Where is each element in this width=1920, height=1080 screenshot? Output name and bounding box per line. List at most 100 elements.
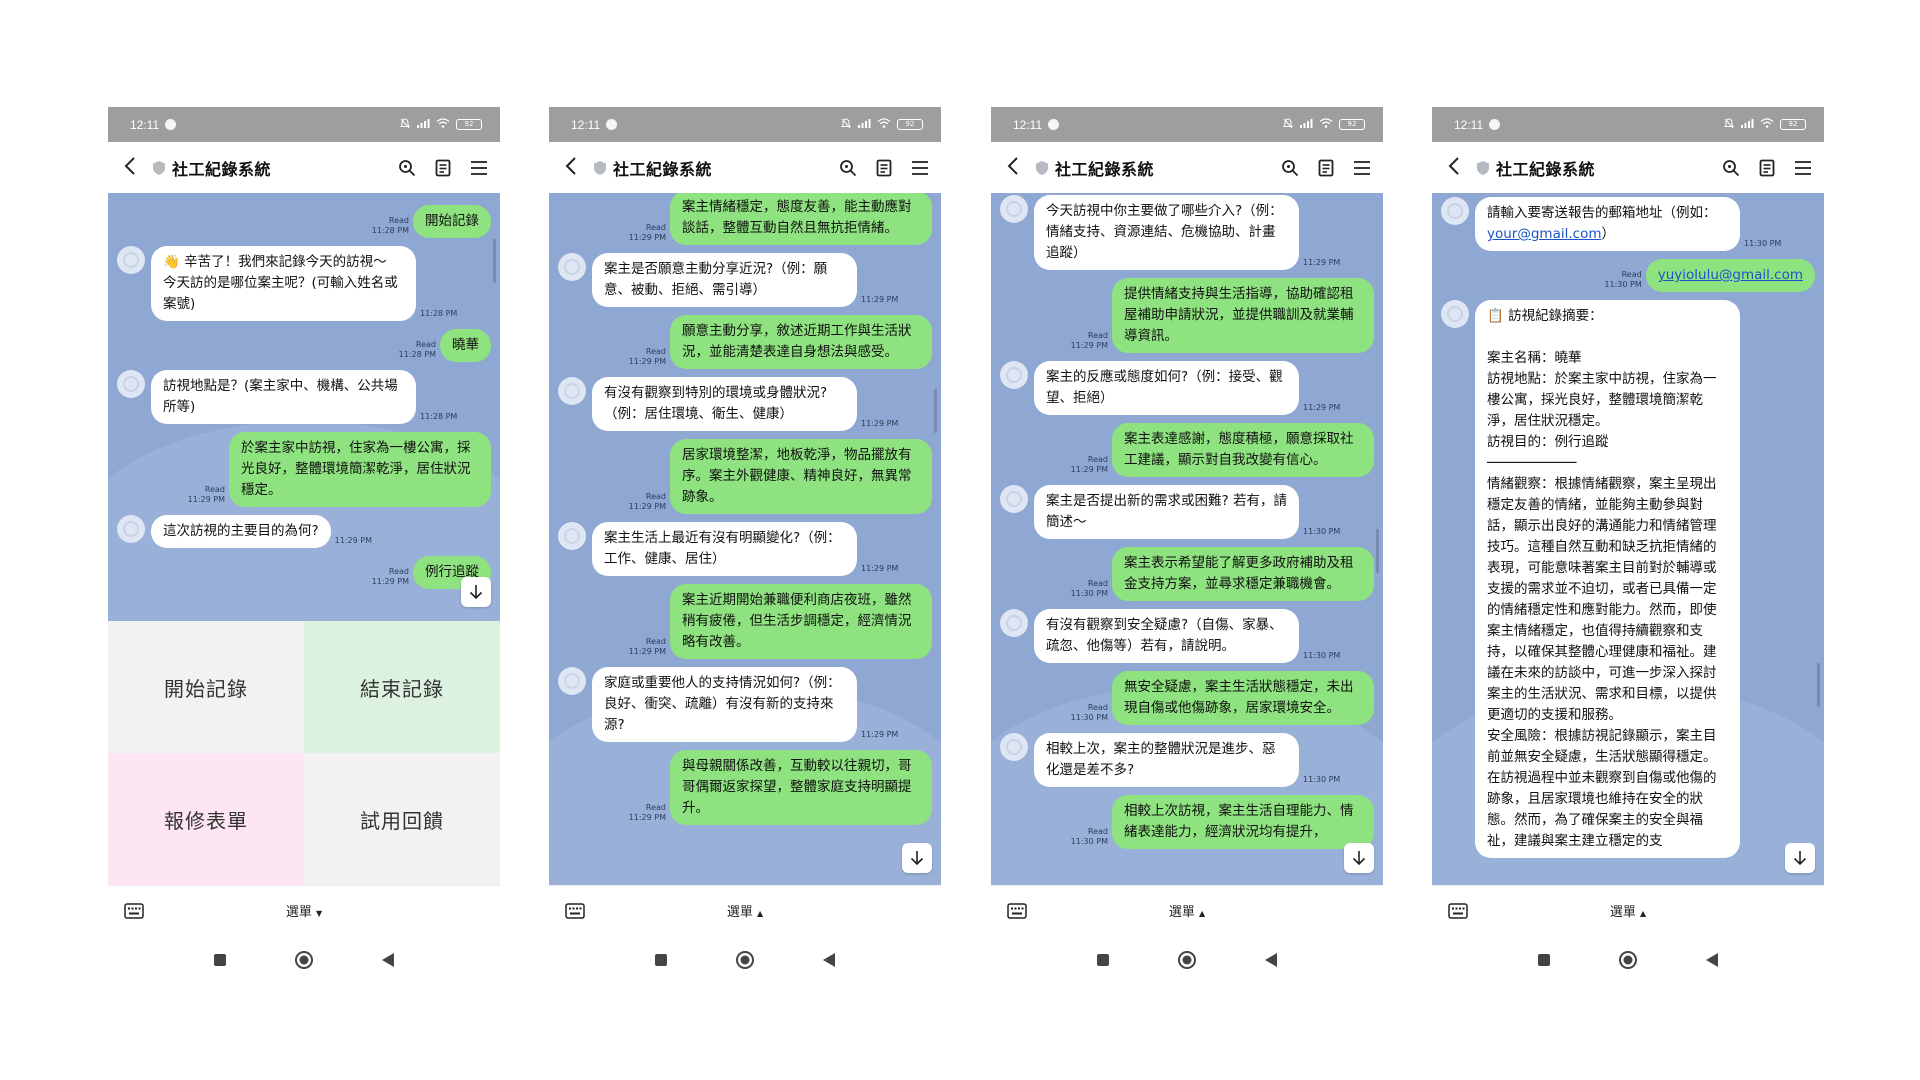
back-button[interactable]: [124, 156, 146, 180]
bot-avatar[interactable]: [1000, 195, 1028, 223]
message-bubble[interactable]: 相較上次訪視，案主生活自理能力、情緒表達能力，經濟狀況均有提升，: [1112, 795, 1374, 849]
bot-avatar[interactable]: [117, 370, 145, 398]
search-icon[interactable]: [1281, 159, 1299, 177]
menu-toggle[interactable]: 選單 ▼: [144, 901, 464, 920]
chat-area[interactable]: 今天訪視中你主要做了哪些介入?（例：情緒支持、資源連結、危機協助、計畫追蹤）11…: [991, 193, 1383, 885]
back-button[interactable]: [565, 156, 587, 180]
home-icon[interactable]: [1177, 950, 1197, 970]
hamburger-menu-icon[interactable]: [470, 159, 488, 177]
message-text: 相較上次訪視，案主生活自理能力、情緒表達能力，經濟狀況均有提升，: [1124, 803, 1354, 840]
back-button[interactable]: [1448, 156, 1470, 180]
menu-trial-feedback[interactable]: 試用回饋: [304, 753, 500, 885]
email-link[interactable]: yuyiolulu@gmail.com: [1657, 267, 1803, 283]
notes-icon[interactable]: [1758, 159, 1776, 177]
hamburger-menu-icon[interactable]: [911, 159, 929, 177]
back-nav-icon[interactable]: [819, 950, 839, 970]
bot-avatar[interactable]: [1441, 197, 1469, 225]
keyboard-icon[interactable]: [1448, 902, 1468, 919]
menu-repair-form[interactable]: 報修表單: [108, 753, 304, 885]
message-bubble[interactable]: 今天訪視中你主要做了哪些介入?（例：情緒支持、資源連結、危機協助、計畫追蹤）: [1034, 195, 1299, 270]
keyboard-icon[interactable]: [565, 902, 585, 919]
message-bubble[interactable]: 居家環境整潔，地板乾淨，物品擺放有序。案主外觀健康、精神良好，無異常跡象。: [670, 439, 932, 514]
message-bubble[interactable]: 有沒有觀察到特別的環境或身體狀況?（例：居住環境、衛生、健康）: [592, 377, 857, 431]
back-nav-icon[interactable]: [378, 950, 398, 970]
scrollbar[interactable]: [1376, 529, 1379, 573]
recent-apps-icon[interactable]: [1534, 950, 1554, 970]
message-bubble[interactable]: 案主表達感謝，態度積極，願意採取社工建議，顯示對自我改變有信心。: [1112, 423, 1374, 477]
message-bubble[interactable]: 訪視地點是？(案主家中、機構、公共場所等): [151, 370, 416, 424]
recent-apps-icon[interactable]: [651, 950, 671, 970]
chat-area[interactable]: 請輸入要寄送報告的郵箱地址（例如：your@gmail.com）11:30 PM…: [1432, 193, 1824, 885]
bot-avatar[interactable]: [1000, 609, 1028, 637]
message-bubble[interactable]: 📋 訪視紀錄摘要： 案主名稱：曉華 訪視地點：於案主家中訪視，住家為一樓公寓，採…: [1475, 300, 1740, 858]
message-bubble[interactable]: 曉華: [440, 329, 491, 362]
message-bubble[interactable]: 這次訪視的主要目的為何?: [151, 515, 331, 548]
bot-avatar[interactable]: [558, 522, 586, 550]
message-bubble[interactable]: yuyiolulu@gmail.com: [1645, 259, 1815, 292]
email-link[interactable]: your@gmail.com: [1487, 226, 1602, 242]
back-nav-icon[interactable]: [1702, 950, 1722, 970]
recent-apps-icon[interactable]: [210, 950, 230, 970]
menu-start-record[interactable]: 開始記錄: [108, 621, 304, 753]
message-bubble[interactable]: 案主近期開始兼職便利商店夜班，雖然稍有疲倦，但生活步調穩定，經濟情況略有改善。: [670, 584, 932, 659]
scrollbar[interactable]: [493, 239, 496, 283]
message-bubble[interactable]: 願意主動分享，敘述近期工作與生活狀況，並能清楚表達自身想法與感受。: [670, 315, 932, 369]
notes-icon[interactable]: [434, 159, 452, 177]
message-bubble[interactable]: 家庭或重要他人的支持情況如何?（例：良好、衝突、疏離）有沒有新的支持來源?: [592, 667, 857, 742]
bot-avatar[interactable]: [1000, 485, 1028, 513]
message-bubble[interactable]: 案主情緒穩定，態度友善，能主動應對談話，整體互動自然且無抗拒情緒。: [670, 193, 932, 245]
message-bubble[interactable]: 開始記錄: [413, 205, 491, 238]
scroll-down-button[interactable]: [1785, 843, 1815, 873]
message-bubble[interactable]: 於案主家中訪視，住家為一樓公寓，採光良好，整體環境簡潔乾淨，居住狀況穩定。: [229, 432, 491, 507]
search-icon[interactable]: [1722, 159, 1740, 177]
bot-avatar[interactable]: [558, 253, 586, 281]
message-bubble[interactable]: 相較上次，案主的整體狀況是進步、惡化還是差不多?: [1034, 733, 1299, 787]
message-text: 案主近期開始兼職便利商店夜班，雖然稍有疲倦，但生活步調穩定，經濟情況略有改善。: [682, 592, 912, 650]
bot-avatar[interactable]: [558, 377, 586, 405]
menu-toggle[interactable]: 選單 ▲: [585, 901, 905, 920]
message-bubble[interactable]: 提供情緒支持與生活指導，協助確認租屋補助申請狀況，並提供職訓及就業輔導資訊。: [1112, 278, 1374, 353]
caret-icon: ▼: [316, 909, 323, 918]
search-icon[interactable]: [398, 159, 416, 177]
search-icon[interactable]: [839, 159, 857, 177]
back-button[interactable]: [1007, 156, 1029, 180]
home-icon[interactable]: [294, 950, 314, 970]
scroll-down-button[interactable]: [461, 577, 491, 607]
menu-toggle[interactable]: 選單 ▲: [1468, 901, 1788, 920]
keyboard-icon[interactable]: [1007, 902, 1027, 919]
hamburger-menu-icon[interactable]: [1794, 159, 1812, 177]
home-icon[interactable]: [1618, 950, 1638, 970]
message-bubble[interactable]: 案主的反應或態度如何?（例：接受、觀望、拒絕）: [1034, 361, 1299, 415]
scrollbar[interactable]: [1817, 663, 1820, 707]
scroll-down-button[interactable]: [1344, 843, 1374, 873]
keyboard-icon[interactable]: [124, 902, 144, 919]
message-bubble[interactable]: 有沒有觀察到安全疑慮?（自傷、家暴、疏忽、他傷等）若有，請說明。: [1034, 609, 1299, 663]
bot-avatar[interactable]: [117, 246, 145, 274]
bot-avatar[interactable]: [1000, 733, 1028, 761]
home-icon[interactable]: [735, 950, 755, 970]
menu-toggle[interactable]: 選單 ▲: [1027, 901, 1347, 920]
bot-avatar[interactable]: [1441, 300, 1469, 328]
message-bubble[interactable]: 案主表示希望能了解更多政府補助及租金支持方案，並尋求穩定兼職機會。: [1112, 547, 1374, 601]
scrollbar[interactable]: [934, 389, 937, 433]
message-bubble[interactable]: 案主生活上最近有沒有明顯變化?（例：工作、健康、居住）: [592, 522, 857, 576]
message-bubble[interactable]: 👋 辛苦了！我們來記錄今天的訪視～ 今天訪的是哪位案主呢？(可輸入姓名或案號): [151, 246, 416, 321]
message-bubble[interactable]: 無安全疑慮，案主生活狀態穩定，未出現自傷或他傷跡象，居家環境安全。: [1112, 671, 1374, 725]
notes-icon[interactable]: [1317, 159, 1335, 177]
hamburger-menu-icon[interactable]: [1353, 159, 1371, 177]
recent-apps-icon[interactable]: [1093, 950, 1113, 970]
back-nav-icon[interactable]: [1261, 950, 1281, 970]
bot-avatar[interactable]: [558, 667, 586, 695]
bot-avatar[interactable]: [1000, 361, 1028, 389]
bot-avatar[interactable]: [117, 515, 145, 543]
message-bubble[interactable]: 案主是否願意主動分享近況?（例：願意、被動、拒絕、需引導）: [592, 253, 857, 307]
message-bubble[interactable]: 案主是否提出新的需求或困難? 若有，請簡述～: [1034, 485, 1299, 539]
scroll-down-button[interactable]: [902, 843, 932, 873]
message-bubble[interactable]: 請輸入要寄送報告的郵箱地址（例如：your@gmail.com）: [1475, 197, 1740, 251]
notes-icon[interactable]: [875, 159, 893, 177]
message-bubble[interactable]: 與母親關係改善，互動較以往親切，哥哥偶爾返家探望，整體家庭支持明顯提升。: [670, 750, 932, 825]
menu-end-record[interactable]: 結束記錄: [304, 621, 500, 753]
